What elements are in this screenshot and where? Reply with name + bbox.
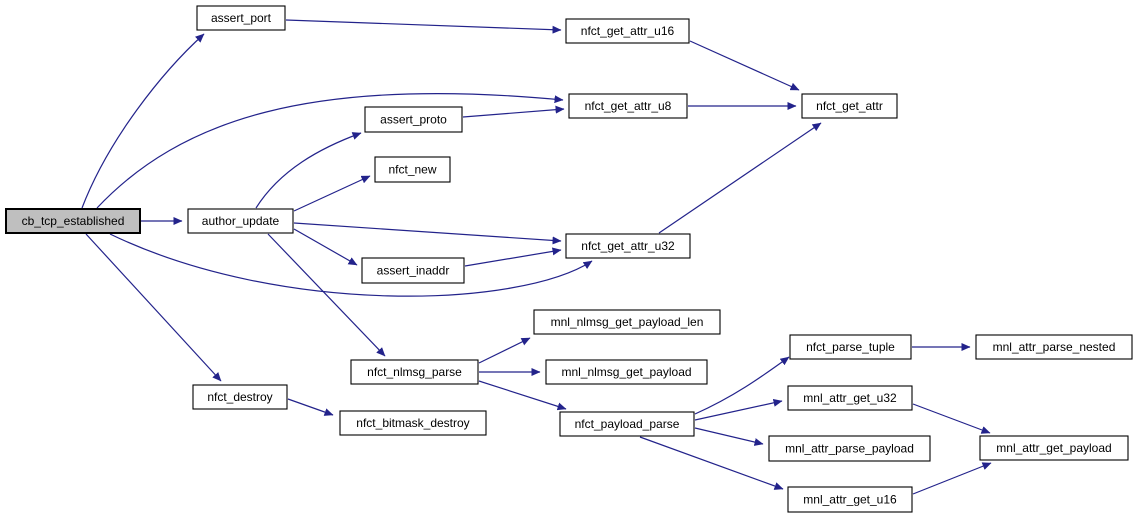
edge-author_update-to-nfct_get_attr_u32: [293, 222, 562, 245]
node-box-mnl_attr_parse_payload[interactable]: [768, 435, 931, 462]
node-label-nfct_get_attr_u16: nfct_get_attr_u16: [581, 24, 675, 38]
node-nfct_parse_tuple[interactable]: nfct_parse_tuple: [789, 334, 912, 360]
node-label-nfct_destroy: nfct_destroy: [207, 390, 272, 404]
node-nfct_bitmask_destroy[interactable]: nfct_bitmask_destroy: [339, 410, 487, 436]
node-assert_inaddr[interactable]: assert_inaddr: [361, 257, 465, 284]
edge-nfct_payload_parse-to-mnl_attr_get_u32: [694, 398, 783, 421]
edge-nfct_destroy-to-nfct_bitmask_destroy: [287, 398, 334, 416]
node-box-nfct_nlmsg_parse[interactable]: [350, 359, 479, 385]
node-label-mnl_attr_get_u32: mnl_attr_get_u32: [803, 391, 897, 405]
node-box-nfct_payload_parse[interactable]: [559, 411, 695, 437]
edge-cb_tcp_established-to-nfct_get_attr_u8: [96, 92, 564, 209]
node-author_update[interactable]: author_update: [187, 208, 294, 234]
node-cb_tcp_established: cb_tcp_established: [5, 208, 141, 234]
edge-cb_tcp_established-to-nfct_get_attr_u32: [109, 233, 593, 297]
edge-author_update-to-nfct_nlmsg_parse: [267, 233, 386, 357]
node-mnl_attr_parse_nested[interactable]: mnl_attr_parse_nested: [975, 334, 1133, 360]
node-box-assert_proto[interactable]: [364, 106, 463, 133]
edge-nfct_payload_parse-to-nfct_parse_tuple: [694, 356, 790, 415]
node-nfct_get_attr[interactable]: nfct_get_attr: [801, 93, 898, 119]
node-label-nfct_parse_tuple: nfct_parse_tuple: [806, 340, 895, 354]
edge-nfct_get_attr_u16-to-nfct_get_attr: [689, 40, 800, 91]
node-mnl_attr_get_payload[interactable]: mnl_attr_get_payload: [979, 435, 1129, 461]
node-nfct_get_attr_u8[interactable]: nfct_get_attr_u8: [568, 93, 688, 119]
node-box-mnl_attr_get_u16[interactable]: [787, 486, 913, 513]
node-label-author_update: author_update: [202, 214, 280, 228]
node-box-nfct_get_attr[interactable]: [801, 93, 898, 119]
edge-mnl_attr_get_u16-to-mnl_attr_get_payload: [912, 462, 992, 495]
node-box-mnl_nlmsg_get_payload[interactable]: [545, 359, 708, 385]
node-nfct_get_attr_u32[interactable]: nfct_get_attr_u32: [565, 233, 691, 259]
node-label-mnl_nlmsg_get_payload_len: mnl_nlmsg_get_payload_len: [551, 315, 704, 329]
edge-assert_inaddr-to-nfct_get_attr_u32: [464, 247, 562, 267]
node-mnl_attr_parse_payload[interactable]: mnl_attr_parse_payload: [768, 435, 931, 462]
node-box-assert_inaddr[interactable]: [361, 257, 465, 284]
node-label-nfct_payload_parse: nfct_payload_parse: [575, 417, 680, 431]
node-box-nfct_get_attr_u8[interactable]: [568, 93, 688, 119]
node-box-nfct_parse_tuple[interactable]: [789, 334, 912, 360]
node-mnl_attr_get_u32[interactable]: mnl_attr_get_u32: [787, 385, 913, 411]
node-label-mnl_attr_get_u16: mnl_attr_get_u16: [803, 493, 897, 507]
node-label-assert_inaddr: assert_inaddr: [377, 264, 450, 278]
edge-assert_proto-to-nfct_get_attr_u8: [462, 105, 565, 118]
node-mnl_nlmsg_get_payload[interactable]: mnl_nlmsg_get_payload: [545, 359, 708, 385]
node-box-mnl_nlmsg_get_payload_len[interactable]: [533, 309, 721, 335]
edge-mnl_attr_get_u32-to-mnl_attr_get_payload: [912, 403, 991, 434]
node-label-mnl_nlmsg_get_payload: mnl_nlmsg_get_payload: [561, 365, 691, 379]
node-box-mnl_attr_parse_nested[interactable]: [975, 334, 1133, 360]
node-label-nfct_new: nfct_new: [388, 163, 436, 177]
edge-cb_tcp_established-to-nfct_destroy: [85, 233, 222, 382]
node-label-mnl_attr_parse_payload: mnl_attr_parse_payload: [785, 442, 914, 456]
node-label-nfct_get_attr_u32: nfct_get_attr_u32: [581, 239, 675, 253]
node-nfct_payload_parse[interactable]: nfct_payload_parse: [559, 411, 695, 437]
node-label-cb_tcp_established: cb_tcp_established: [22, 214, 125, 228]
node-assert_proto[interactable]: assert_proto: [364, 106, 463, 133]
edge-nfct_nlmsg_parse-to-mnl_nlmsg_get_payload_len: [478, 337, 531, 364]
edge-author_update-to-nfct_new: [293, 175, 371, 212]
node-box-nfct_get_attr_u16[interactable]: [565, 18, 690, 44]
node-nfct_destroy[interactable]: nfct_destroy: [192, 384, 288, 410]
node-assert_port[interactable]: assert_port: [196, 5, 286, 31]
node-box-mnl_attr_get_u32[interactable]: [787, 385, 913, 411]
node-box-nfct_new[interactable]: [374, 156, 451, 183]
node-label-mnl_attr_get_payload: mnl_attr_get_payload: [996, 441, 1111, 455]
edge-nfct_payload_parse-to-mnl_attr_parse_payload: [694, 427, 764, 446]
node-box-mnl_attr_get_payload[interactable]: [979, 435, 1129, 461]
node-mnl_nlmsg_get_payload_len[interactable]: mnl_nlmsg_get_payload_len: [533, 309, 721, 335]
node-nfct_get_attr_u16[interactable]: nfct_get_attr_u16: [565, 18, 690, 44]
node-label-mnl_attr_parse_nested: mnl_attr_parse_nested: [993, 340, 1116, 354]
edge-nfct_get_attr_u32-to-nfct_get_attr: [658, 122, 822, 234]
edge-author_update-to-assert_proto: [255, 132, 362, 209]
node-box-assert_port[interactable]: [196, 5, 286, 31]
edge-cb_tcp_established-to-assert_port: [81, 33, 205, 209]
node-nfct_new[interactable]: nfct_new: [374, 156, 451, 183]
edge-author_update-to-assert_inaddr: [293, 228, 358, 266]
node-box-cb_tcp_established: [5, 208, 141, 234]
node-box-nfct_destroy[interactable]: [192, 384, 288, 410]
node-nfct_nlmsg_parse[interactable]: nfct_nlmsg_parse: [350, 359, 479, 385]
node-box-nfct_get_attr_u32[interactable]: [565, 233, 691, 259]
node-label-nfct_bitmask_destroy: nfct_bitmask_destroy: [356, 416, 469, 430]
node-label-assert_port: assert_port: [211, 11, 272, 25]
node-label-nfct_get_attr_u8: nfct_get_attr_u8: [585, 99, 672, 113]
node-box-nfct_bitmask_destroy[interactable]: [339, 410, 487, 436]
edge-nfct_payload_parse-to-mnl_attr_get_u16: [639, 436, 784, 490]
node-label-assert_proto: assert_proto: [380, 113, 447, 127]
node-label-nfct_nlmsg_parse: nfct_nlmsg_parse: [367, 365, 462, 379]
edge-nfct_nlmsg_parse-to-nfct_payload_parse: [478, 380, 567, 411]
edge-assert_port-to-nfct_get_attr_u16: [285, 19, 562, 34]
node-mnl_attr_get_u16[interactable]: mnl_attr_get_u16: [787, 486, 913, 513]
node-box-author_update[interactable]: [187, 208, 294, 234]
node-label-nfct_get_attr: nfct_get_attr: [816, 99, 883, 113]
